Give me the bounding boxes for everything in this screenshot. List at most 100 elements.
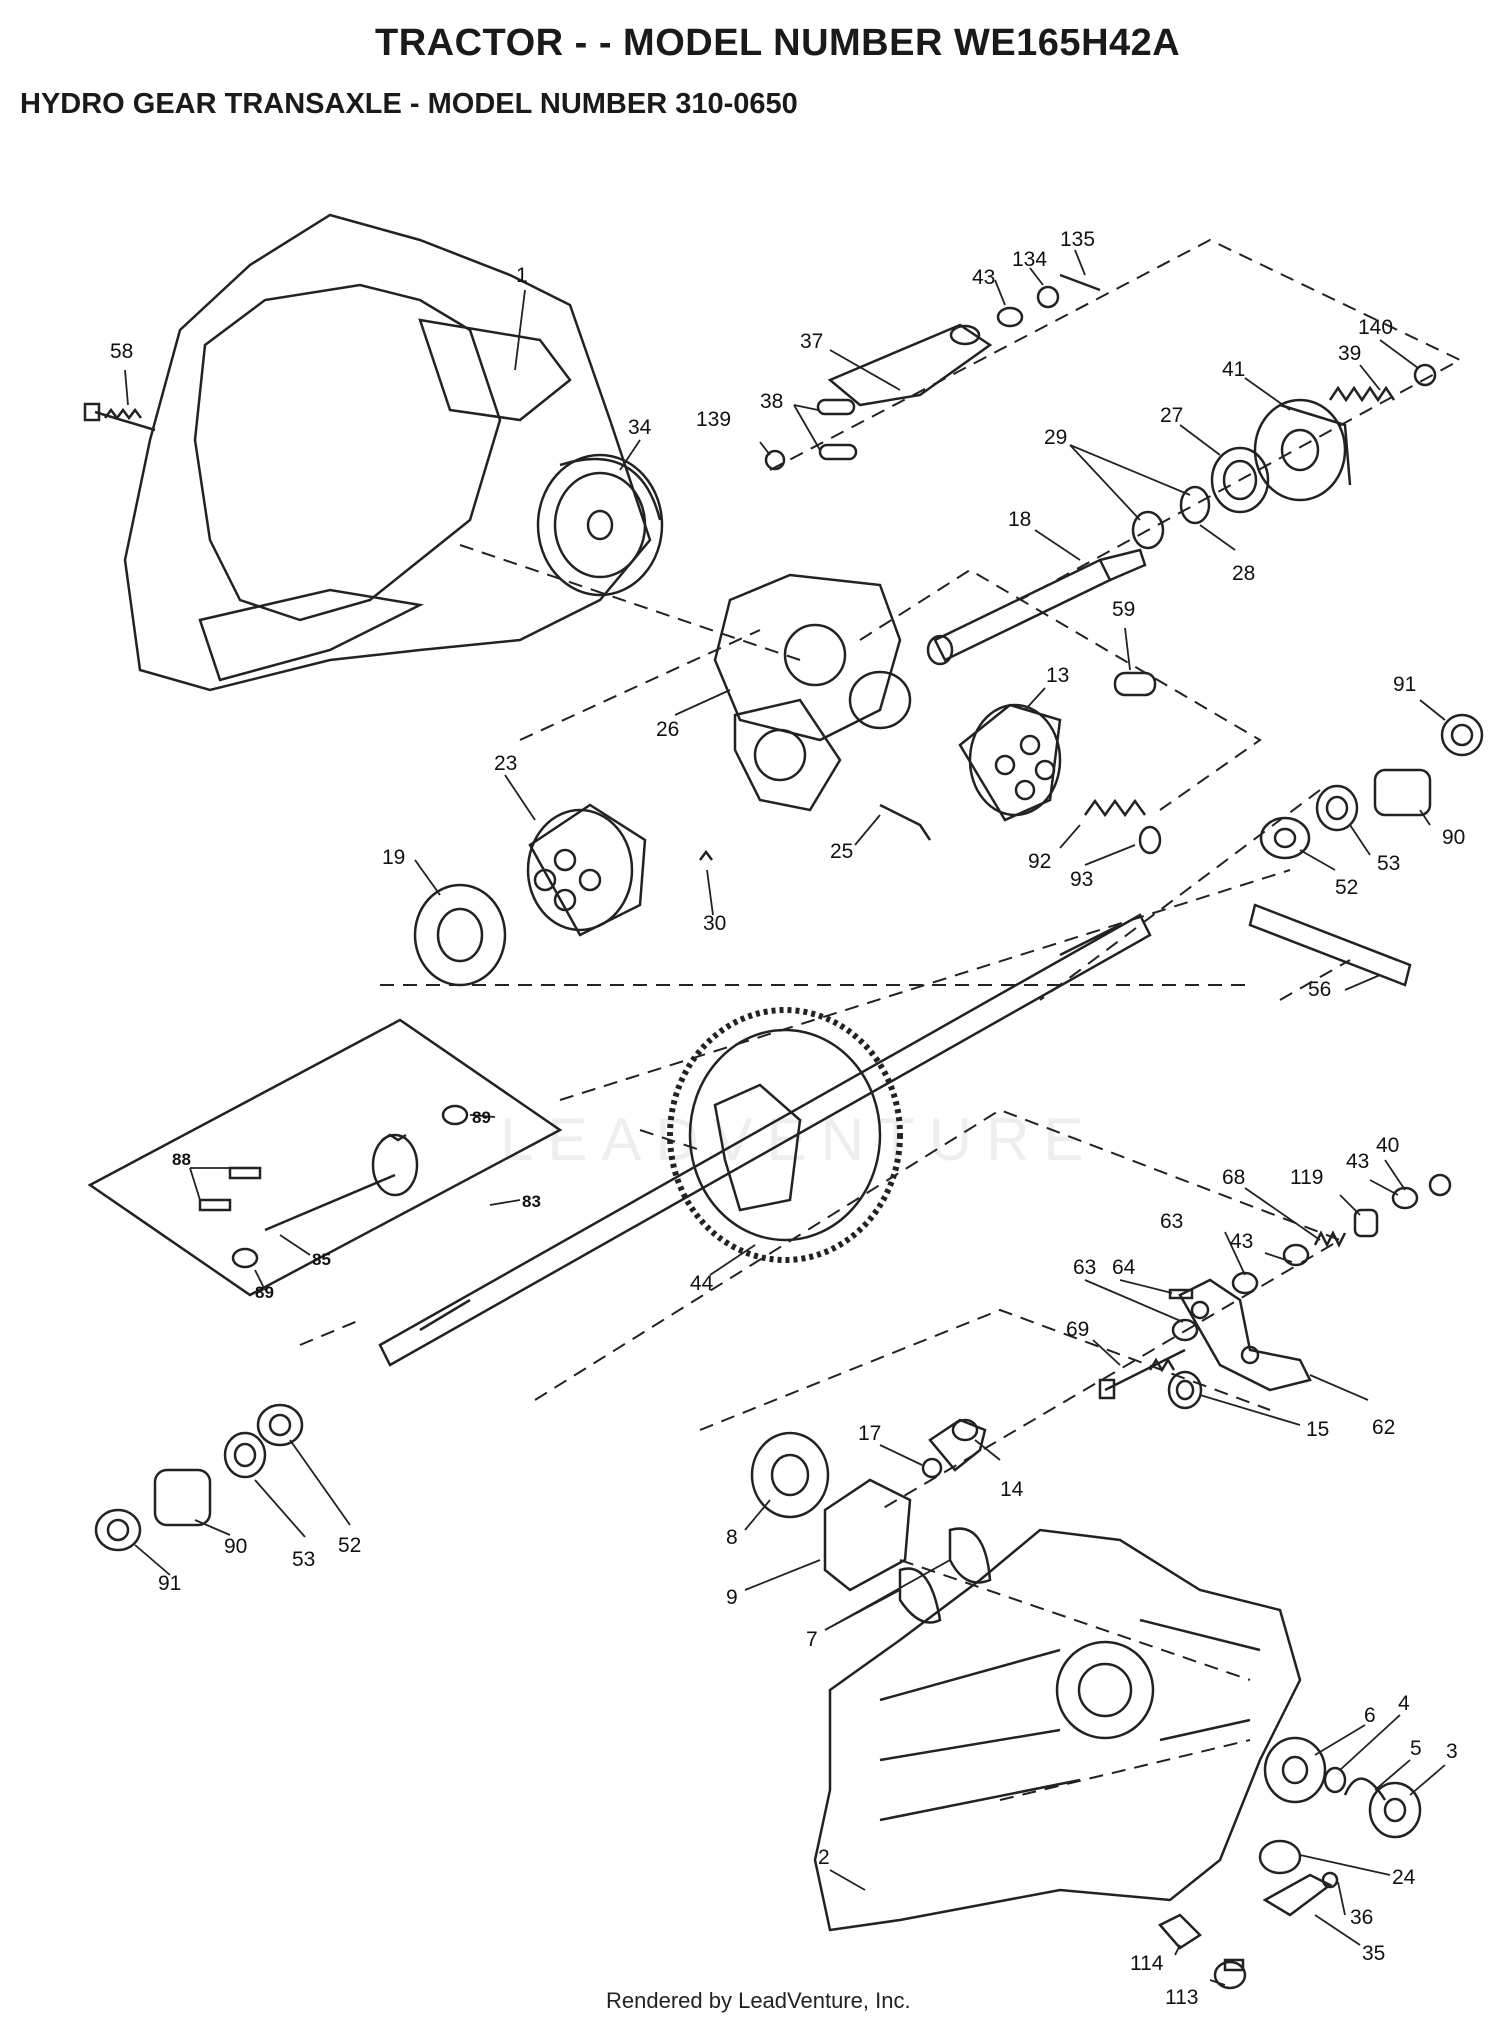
part-label-89-bottom: 89 [255,1283,274,1302]
pin-59-shape [1113,671,1157,697]
bearing-6-shape [1263,1736,1327,1804]
part-label-41: 41 [1222,358,1246,381]
screw-36-shape [1321,1871,1339,1889]
part-label-58: 58 [110,340,134,363]
bearing-91b-shape [94,1508,142,1552]
part-label-17: 17 [858,1422,882,1445]
part-label-3: 3 [1446,1740,1458,1763]
footer-credit: Rendered by LeadVenture, Inc. [606,1988,911,2013]
part-label-19: 19 [382,846,406,869]
part-label-18: 18 [1008,508,1032,531]
part-label-29: 29 [1044,426,1068,449]
part-label-28: 28 [1232,562,1256,585]
brake-pads-7-shape [898,1527,992,1624]
watermark-text: LEADVENTURE [500,1106,1098,1173]
bearing-91a-shape [1440,713,1484,757]
part-label-34: 34 [628,416,652,439]
dashed-group-lines [299,238,1463,1801]
pins-38-shape [816,398,858,461]
part-label-52-lower: 52 [338,1534,362,1557]
part-label-53-upper: 53 [1377,852,1401,875]
spring-68-shape [1313,1230,1347,1248]
part-label-134: 134 [1012,248,1048,271]
washer-52b-shape [256,1403,304,1447]
part-label-13: 13 [1046,664,1070,687]
sleeve-90b-shape [153,1468,212,1527]
washer-43c-shape [1282,1243,1310,1267]
fitting-114-shape [1157,1913,1202,1950]
part-label-43-top: 43 [972,266,996,289]
part-label-92: 92 [1028,850,1052,873]
part-label-30: 30 [703,912,727,935]
part-label-113: 113 [1165,1986,1199,2009]
sleeve-90a-shape [1373,768,1432,817]
diagram-title: TRACTOR - - MODEL NUMBER WE165H42A [375,22,1181,64]
part-label-23: 23 [494,752,518,775]
clip-93-shape [1138,825,1162,855]
spring-39-shape [1328,385,1396,403]
bracket-35-shape [1262,1873,1333,1917]
part-label-69: 69 [1066,1318,1090,1341]
part-label-62: 62 [1372,1416,1396,1439]
part-label-90-upper: 90 [1442,826,1466,849]
brake-puck-9-shape [823,1478,912,1592]
pulley-shape [536,453,664,597]
spring-92-shape [1083,798,1147,818]
part-label-4: 4 [1398,1692,1410,1715]
washer-24-shape [1258,1839,1302,1875]
part-label-44: 44 [690,1272,714,1295]
part-label-135: 135 [1060,228,1096,251]
washer-53a-shape [1315,784,1359,832]
part-label-139: 139 [696,408,732,431]
part-label-63-upper: 63 [1160,1210,1184,1233]
plug-113-shape [1213,1958,1247,1990]
part-label-85: 85 [312,1250,331,1269]
part-label-8: 8 [726,1526,738,1549]
snap-ring-4-shape [1323,1766,1347,1794]
part-label-5: 5 [1410,1737,1422,1760]
nut-40-shape [1428,1173,1452,1197]
washer-43b-shape [1391,1186,1419,1210]
part-label-38: 38 [760,390,784,413]
part-label-59: 59 [1112,598,1136,621]
washer-43a-shape [996,306,1024,328]
cylinder-block-23-shape [526,803,647,937]
part-label-40: 40 [1376,1134,1400,1157]
part-label-36: 36 [1350,1906,1374,1929]
cover-41-shape [1253,398,1352,502]
part-label-25: 25 [830,840,854,863]
washer-15-shape [1167,1370,1203,1410]
part-label-7: 7 [806,1628,818,1651]
nut-17-shape [921,1457,943,1479]
washer-52a-shape [1259,816,1311,860]
leader-lines [124,249,1446,1986]
part-label-90-lower: 90 [224,1535,248,1558]
part-label-37: 37 [800,330,824,353]
nut-140-shape [1413,363,1437,387]
bearing-8-shape [750,1431,830,1519]
bolt-58-shape [83,402,156,432]
part-label-91-lower: 91 [158,1572,182,1595]
part-label-1: 1 [516,264,528,287]
nut-134-shape [1036,285,1060,309]
clip-5-shape [1343,1777,1387,1801]
part-label-52-upper: 52 [1335,876,1359,899]
washer-63b-shape [1171,1318,1199,1342]
spacer-119-shape [1353,1208,1379,1238]
washer-63a-shape [1231,1271,1259,1295]
part-label-6: 6 [1364,1704,1376,1727]
part-label-2: 2 [818,1846,830,1869]
part-label-43-mid: 43 [1346,1150,1370,1173]
part-label-53-lower: 53 [292,1548,316,1571]
part-label-27: 27 [1160,404,1184,427]
seal-27-shape [1210,446,1270,514]
part-label-119: 119 [1290,1166,1324,1189]
gear-inset-box [87,1018,563,1297]
pin-64-shape [1168,1288,1194,1300]
part-label-56: 56 [1308,978,1332,1001]
part-label-63-lower: 63 [1073,1256,1097,1279]
part-label-140: 140 [1358,316,1394,339]
clip-30-shape [699,849,713,861]
seal-3-shape [1368,1781,1422,1839]
part-label-93: 93 [1070,868,1094,891]
